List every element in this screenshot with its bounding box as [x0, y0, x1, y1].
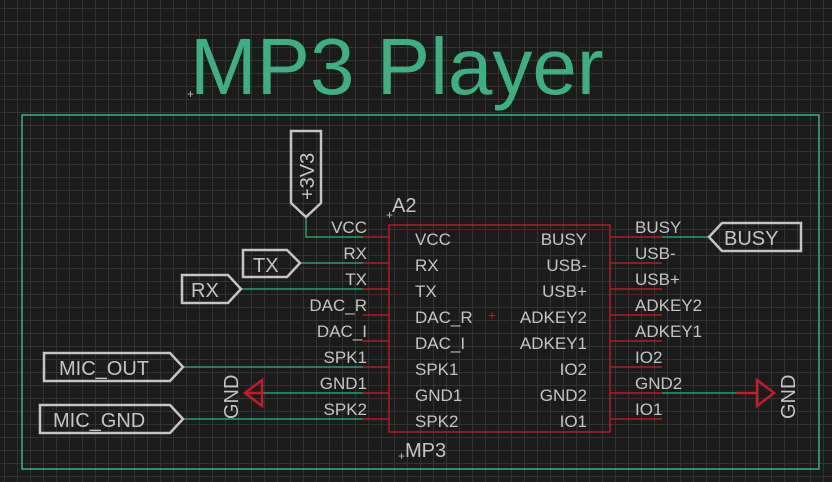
pin-name-outer-right: ADKEY1 [635, 322, 702, 341]
pin-name-inner-left: RX [415, 256, 439, 275]
pin-name-outer-left: DAC_I [317, 322, 367, 341]
ground-label-right: GND [778, 375, 800, 419]
net-label-tx[interactable]: TX [241, 248, 302, 279]
net-label-mic-gnd[interactable]: MIC_GND [38, 403, 185, 435]
pin-name-outer-right: ADKEY2 [635, 296, 702, 315]
sheet-frame [21, 114, 820, 470]
pin-name-inner-left: VCC [415, 230, 451, 249]
net-label-tx-text: TX [253, 255, 279, 277]
pin-name-outer-left: GND1 [320, 374, 367, 393]
mp3-module-body[interactable] [388, 224, 611, 433]
net-label-busy-text: BUSY [724, 228, 778, 250]
component-origin-marker: + [488, 307, 496, 323]
pin-name-inner-right: IO2 [560, 360, 587, 379]
pin-name-outer-left: SPK2 [324, 400, 367, 419]
net-label-mic-out[interactable]: MIC_OUT [42, 351, 185, 383]
pin-name-inner-right: USB- [546, 256, 587, 275]
right-pin-stubs [610, 236, 662, 420]
title-origin-marker: + [187, 87, 194, 101]
pin-name-outer-right: IO1 [635, 400, 662, 419]
schematic-title: MP3 Player [190, 22, 603, 111]
ground-label-left: GND [221, 375, 243, 419]
ref-origin-marker: + [386, 208, 393, 222]
pin-name-inner-right: ADKEY1 [520, 334, 587, 353]
ground-symbol-left[interactable]: GND [221, 375, 264, 419]
pin-name-inner-right: IO1 [560, 412, 587, 431]
power-port-label: +3V3 [297, 153, 319, 200]
left-pin-stubs [363, 236, 389, 420]
pin-name-outer-left: DAC_R [309, 296, 367, 315]
pin-name-inner-right: BUSY [541, 230, 587, 249]
pin-name-inner-right: ADKEY2 [520, 308, 587, 327]
net-label-busy[interactable]: BUSY [707, 221, 803, 253]
pin-name-outer-right: BUSY [635, 218, 681, 237]
net-label-mic-gnd-text: MIC_GND [53, 410, 145, 432]
pin-name-inner-right: GND2 [540, 386, 587, 405]
pin-name-outer-left: RX [343, 244, 367, 263]
pin-name-outer-right: GND2 [635, 374, 682, 393]
wire-vcc[interactable] [305, 217, 363, 238]
net-label-rx-text: RX [191, 280, 219, 302]
pin-name-inner-left: TX [415, 282, 437, 301]
value-origin-marker: + [398, 449, 405, 463]
net-label-mic-out-text: MIC_OUT [59, 358, 149, 380]
power-port-3v3[interactable]: +3V3 [289, 129, 323, 219]
pin-name-inner-left: SPK2 [415, 412, 458, 431]
pin-name-outer-left: SPK1 [324, 348, 367, 367]
component-value: MP3 [405, 440, 446, 462]
net-label-rx[interactable]: RX [180, 273, 243, 305]
pin-name-outer-left: VCC [331, 218, 367, 237]
pin-name-outer-right: USB+ [635, 270, 680, 289]
pin-name-inner-left: DAC_R [415, 308, 473, 327]
pin-name-outer-right: IO2 [635, 348, 662, 367]
component-ref: A2 [392, 195, 416, 217]
pin-name-inner-right: USB+ [542, 282, 587, 301]
wires [183, 217, 737, 420]
pin-name-inner-left: DAC_I [415, 334, 465, 353]
pin-name-inner-left: GND1 [415, 386, 462, 405]
pin-name-inner-left: SPK1 [415, 360, 458, 379]
pin-name-outer-right: USB- [635, 244, 676, 263]
ground-symbol-right[interactable]: GND [737, 375, 800, 419]
pin-name-outer-left: TX [345, 270, 367, 289]
